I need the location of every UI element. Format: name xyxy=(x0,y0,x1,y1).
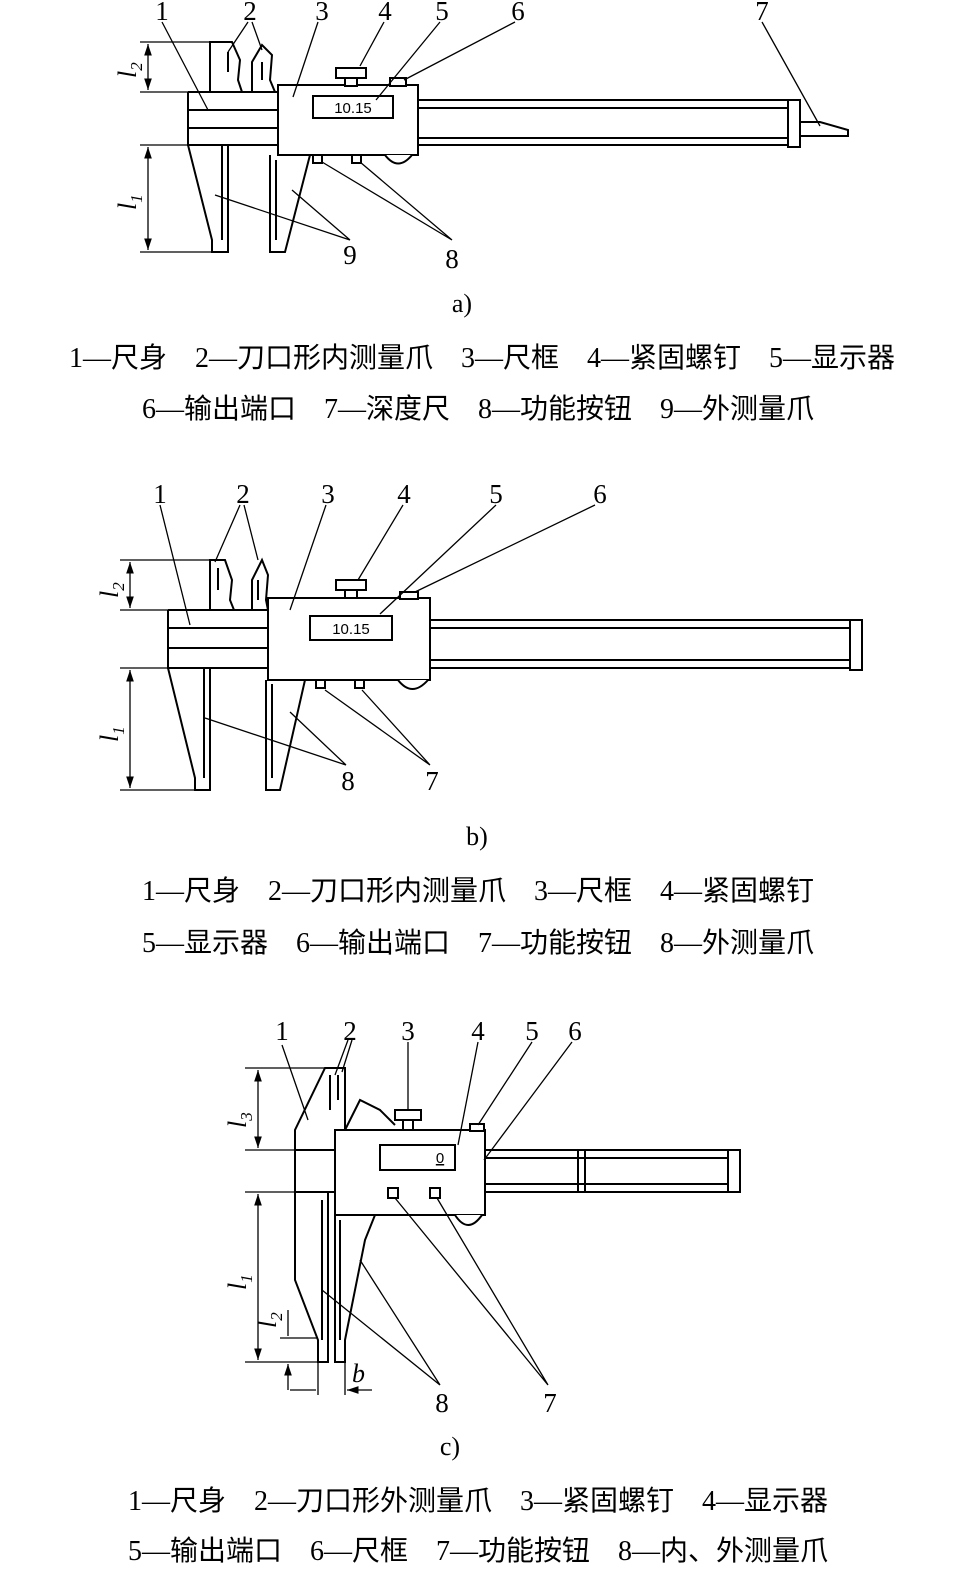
label-8: 8 xyxy=(445,244,459,274)
dim-l2: l2 xyxy=(95,582,128,598)
label-8: 8 xyxy=(435,1388,449,1418)
locking-screw xyxy=(335,67,367,79)
figure-b-digital-caliper: 10.15 l2 l1 1 2 3 4 5 6 7 8 b) 1—尺身 2—刀口… xyxy=(95,479,863,959)
dim-l1: l1 xyxy=(113,194,146,210)
legend-b-line-2: 5—显示器 6—输出端口 7—功能按钮 8—外测量爪 xyxy=(142,927,814,959)
legend-c-line-1: 1—尺身 2—刀口形外测量爪 3—紧固螺钉 4—显示器 xyxy=(128,1485,828,1517)
label-7: 7 xyxy=(543,1388,557,1418)
depth-rod xyxy=(800,121,849,137)
legend-a-line-1: 1—尺身 2—刀口形内测量爪 3—尺框 4—紧固螺钉 5—显示器 xyxy=(69,342,895,374)
label-3: 3 xyxy=(321,479,335,509)
screw-shank xyxy=(344,589,358,599)
display xyxy=(379,1144,456,1171)
label-4: 4 xyxy=(397,479,411,509)
legend-a-line-2: 6—输出端口 7—深度尺 8—功能按钮 9—外测量爪 xyxy=(142,393,814,425)
display xyxy=(309,615,393,641)
figure-c-digital-caliper-knife-jaws: 0 l3 l1 l2 b 1 2 3 4 5 6 7 8 c) 1—尺身 2—刀… xyxy=(128,1016,828,1567)
function-button xyxy=(387,1187,399,1199)
label-7: 7 xyxy=(425,766,439,796)
display-value: 0 xyxy=(436,1150,444,1167)
caption-c: c) xyxy=(440,1432,460,1461)
display-value: 10.15 xyxy=(332,621,370,638)
label-7: 7 xyxy=(755,0,769,26)
label-2: 2 xyxy=(243,0,257,26)
part-labels: 1 2 3 4 5 6 7 8 xyxy=(153,479,607,796)
label-1: 1 xyxy=(155,0,169,26)
dim-l1: l1 xyxy=(223,1274,256,1290)
function-button xyxy=(315,679,326,689)
thumb-roller xyxy=(384,154,413,165)
end-cap xyxy=(727,1149,741,1193)
end-cap xyxy=(787,99,801,148)
label-9: 9 xyxy=(343,240,357,270)
function-button xyxy=(312,154,323,164)
locking-screw xyxy=(335,579,367,591)
screw-shank xyxy=(344,77,358,87)
label-6: 6 xyxy=(568,1016,582,1046)
label-2: 2 xyxy=(236,479,250,509)
label-6: 6 xyxy=(593,479,607,509)
figure-a-digital-caliper-with-depth-rod: 10.15 l2 l1 1 2 3 4 5 6 7 8 9 a) 1—尺身 2—… xyxy=(69,0,895,425)
label-3: 3 xyxy=(315,0,329,26)
label-3: 3 xyxy=(401,1016,415,1046)
dim-l1: l1 xyxy=(95,726,128,742)
label-5: 5 xyxy=(435,0,449,26)
dim-l2: l2 xyxy=(253,1312,286,1328)
label-1: 1 xyxy=(153,479,167,509)
label-4: 4 xyxy=(378,0,392,26)
end-cap xyxy=(849,619,863,671)
caption-b: b) xyxy=(466,822,488,851)
dim-l2: l2 xyxy=(113,62,146,78)
thumb-roller xyxy=(454,1214,483,1226)
inner-knife-jaws xyxy=(209,41,276,93)
thumb-roller xyxy=(397,679,429,690)
legend-c-line-2: 5—输出端口 6—尺框 7—功能按钮 8—内、外测量爪 xyxy=(128,1535,828,1567)
function-button xyxy=(429,1187,441,1199)
dim-b: b xyxy=(352,1359,365,1388)
label-6: 6 xyxy=(511,0,525,26)
display xyxy=(312,95,394,119)
caption-a: a) xyxy=(452,289,472,318)
locking-screw xyxy=(394,1109,422,1121)
outer-jaws xyxy=(187,144,311,253)
screw-shank xyxy=(402,1119,414,1131)
part-labels: 1 2 3 4 5 6 7 8 9 xyxy=(155,0,769,274)
label-2: 2 xyxy=(343,1016,357,1046)
legend-b-line-1: 1—尺身 2—刀口形内测量爪 3—尺框 4—紧固螺钉 xyxy=(142,875,814,907)
label-5: 5 xyxy=(525,1016,539,1046)
inner-knife-jaws xyxy=(209,557,270,611)
part-labels: 1 2 3 4 5 6 7 8 xyxy=(275,1016,582,1418)
outer-knife-jaws xyxy=(294,1067,396,1150)
function-button xyxy=(351,154,362,164)
label-4: 4 xyxy=(471,1016,485,1046)
dim-l3: l3 xyxy=(223,1112,256,1128)
output-port xyxy=(469,1123,485,1132)
slider-frame xyxy=(334,1129,486,1216)
label-5: 5 xyxy=(489,479,503,509)
label-1: 1 xyxy=(275,1016,289,1046)
inner-outer-jaws xyxy=(294,1192,376,1363)
display-value: 10.15 xyxy=(334,100,372,117)
function-button xyxy=(354,679,365,689)
label-8: 8 xyxy=(341,766,355,796)
